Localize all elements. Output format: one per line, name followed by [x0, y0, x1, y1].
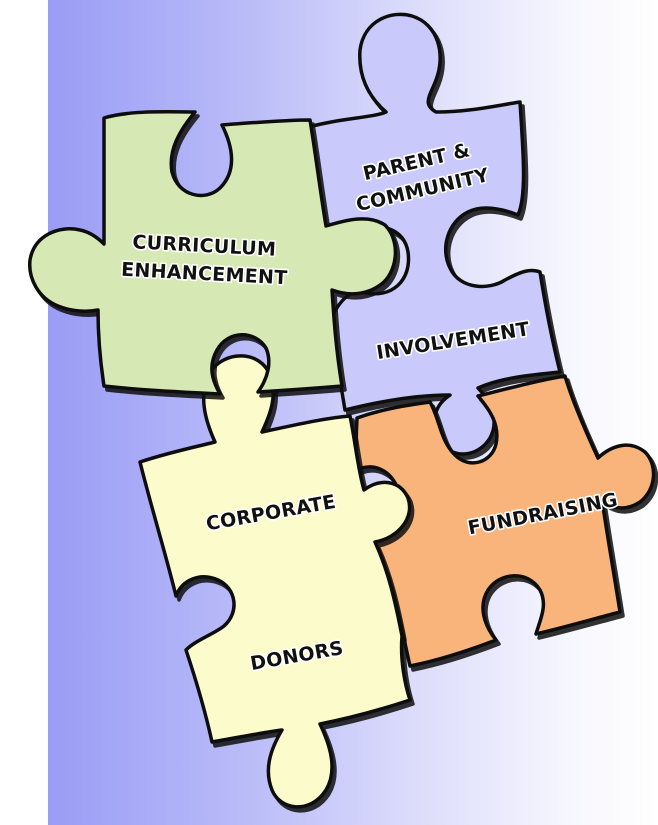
puzzle-piece-corporate-donors	[138, 354, 412, 809]
puzzle-piece-parent-community	[303, 12, 562, 456]
puzzle-piece-curriculum-enhancement	[28, 110, 398, 396]
